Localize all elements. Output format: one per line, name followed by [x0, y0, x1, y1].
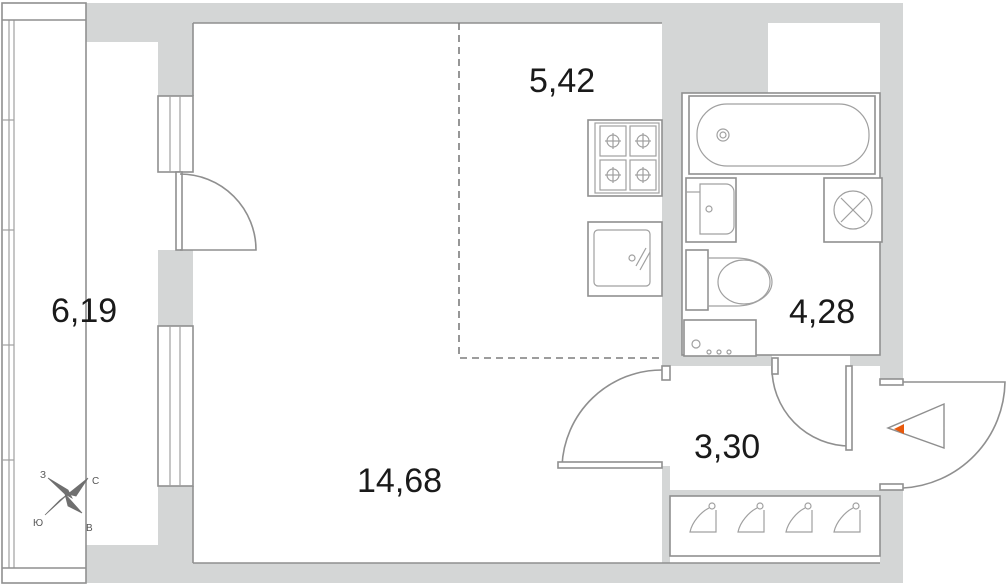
window-upper	[157, 95, 194, 173]
area-kitchen: 5,42	[529, 62, 595, 100]
compass-rose-icon	[44, 477, 89, 516]
boiler-icon	[683, 319, 757, 357]
compass-west: З	[40, 470, 46, 481]
compass-rose: С В Ю З	[33, 470, 99, 534]
window-lower	[157, 325, 194, 487]
compass-east: В	[86, 523, 93, 534]
living-room-door	[557, 365, 671, 469]
bathtub-icon	[688, 95, 876, 175]
compass-south: Ю	[33, 518, 43, 529]
walls	[86, 3, 903, 583]
kitchen-fixtures	[587, 119, 663, 297]
bathroom-door	[771, 357, 853, 451]
washbasin-icon	[685, 177, 737, 243]
hanger-icon	[833, 502, 861, 533]
area-labels: 6,19 14,68 5,42 4,28 3,30	[51, 62, 855, 500]
area-loggia: 6,19	[51, 292, 117, 330]
entrance-marker	[886, 402, 945, 449]
entrance-arrow-icon	[894, 424, 904, 434]
compass-north: С	[92, 476, 99, 487]
stove-icon	[587, 119, 663, 197]
hanger-icon	[689, 502, 717, 533]
washing-machine-icon	[823, 177, 883, 243]
area-hallway: 3,30	[694, 428, 760, 466]
hanger-icon	[785, 502, 813, 533]
doors	[175, 171, 1006, 491]
area-living-room: 14,68	[357, 462, 442, 500]
loggia-door	[175, 171, 257, 251]
area-bathroom: 4,28	[789, 293, 855, 331]
wardrobe	[669, 495, 881, 557]
entrance-door	[879, 378, 1006, 491]
kitchen-sink-icon	[587, 221, 663, 297]
bathroom-fixtures	[683, 95, 883, 357]
toilet-icon	[685, 249, 773, 311]
hanger-icon	[737, 502, 765, 533]
